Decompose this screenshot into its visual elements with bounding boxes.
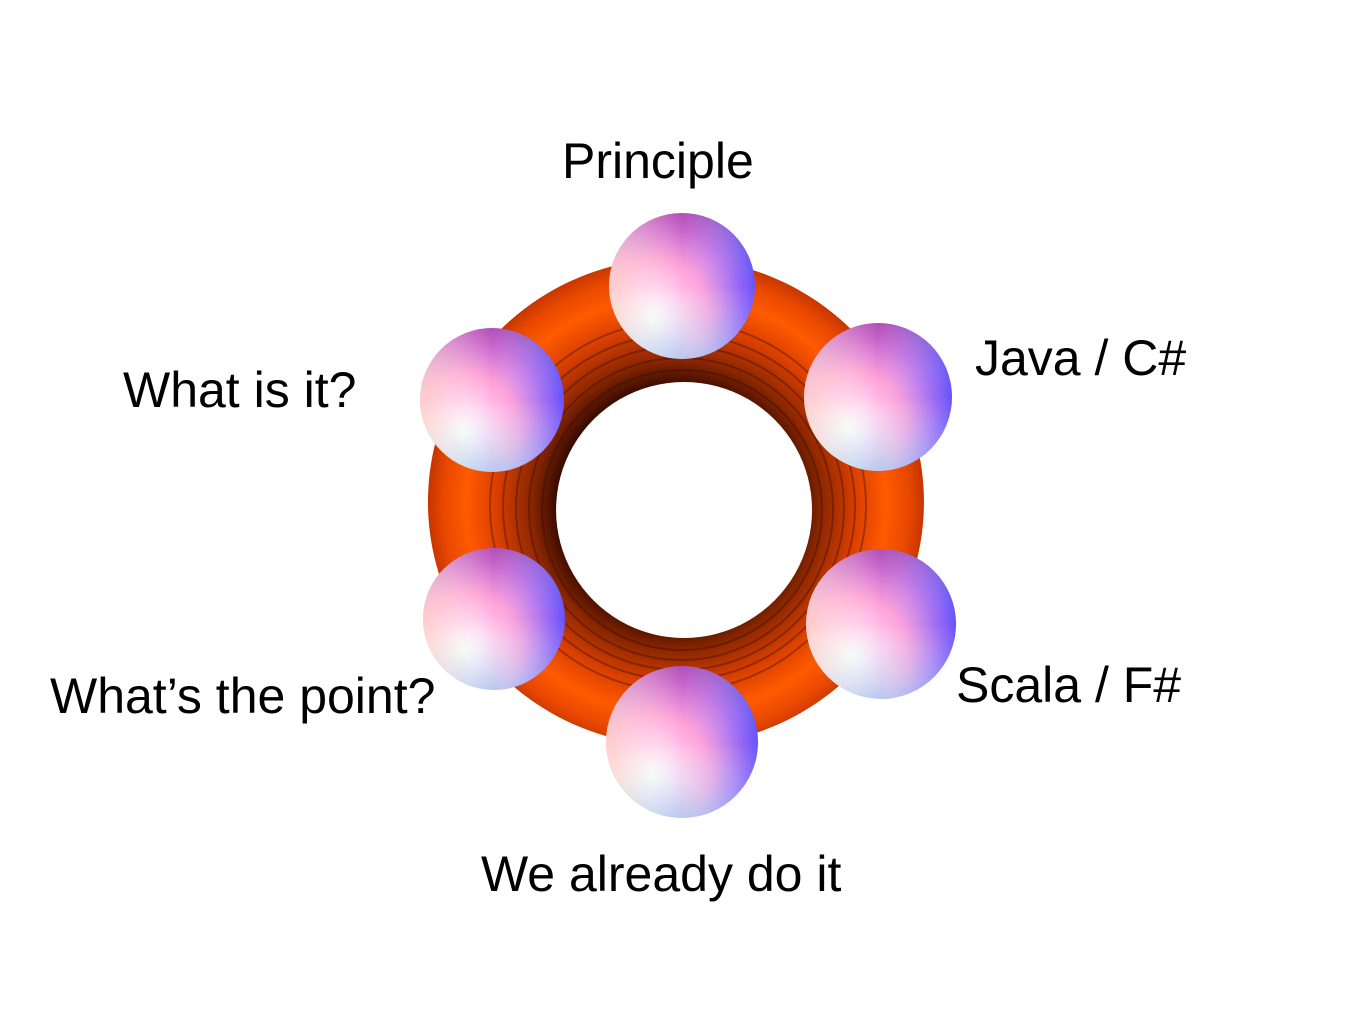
- sphere-principle: [609, 213, 755, 359]
- sphere-we-already-do-it: [606, 666, 758, 818]
- sphere-whats-the-point: [423, 548, 565, 690]
- node-label-principle: Principle: [562, 133, 754, 189]
- node-label-scala-fsharp: Scala / F#: [956, 657, 1182, 713]
- node-label-we-already-do-it: We already do it: [481, 846, 842, 902]
- node-label-whats-the-point: What’s the point?: [50, 668, 436, 724]
- node-label-what-is-it: What is it?: [123, 362, 357, 418]
- sphere-java-csharp: [804, 323, 952, 471]
- sphere-scala-fsharp: [806, 549, 956, 699]
- sphere-what-is-it: [420, 328, 564, 472]
- node-label-java-csharp: Java / C#: [975, 330, 1187, 386]
